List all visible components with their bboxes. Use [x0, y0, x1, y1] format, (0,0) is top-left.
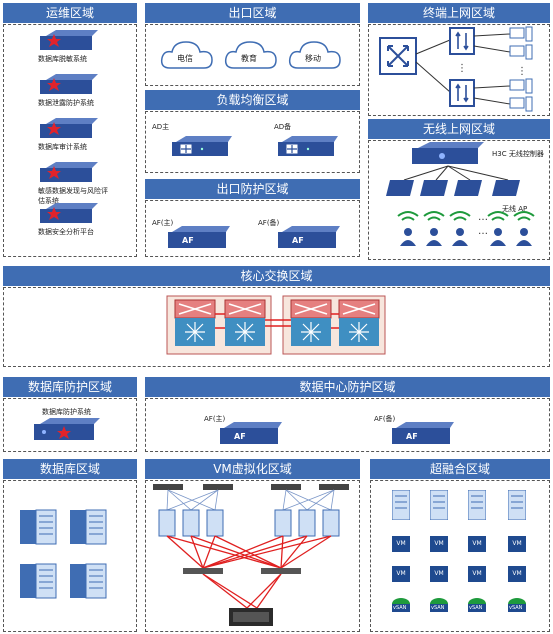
core-zone: [3, 287, 550, 367]
terminal-zone-header: 终端上网区域: [368, 3, 550, 23]
wifi-icon: [397, 211, 535, 221]
server-icon: [430, 490, 448, 520]
user-icon: [400, 228, 532, 246]
exit-zone-header: 出口区域: [145, 3, 360, 23]
svg-text:⋮: ⋮: [457, 63, 467, 74]
server-icon: [20, 509, 107, 599]
server-icon: [392, 490, 410, 520]
wireless-zone-header: 无线上网区域: [368, 119, 550, 139]
access-switch-top: [449, 27, 475, 55]
cloud-label-0: 电信: [177, 54, 193, 63]
dcprot-primary-af: AF: [234, 432, 246, 441]
cloud-label-1: 教育: [241, 54, 257, 63]
exitprot-backup-label: AF(备): [258, 219, 280, 227]
dcprot-primary-label: AF(主): [204, 415, 226, 423]
wireless-controller: [412, 142, 484, 166]
exitprot-backup-firewall: AF: [278, 226, 340, 250]
ops-device-label-3: 敏感数据发现与风险评估系统: [38, 187, 108, 205]
dcprot-backup-label: AF(备): [374, 415, 396, 423]
vsan-icon: [466, 596, 488, 614]
lb-backup-device: [278, 136, 338, 158]
dcprot-backup-af: AF: [406, 432, 418, 441]
vm-block-0-2: VM: [468, 536, 486, 552]
ops-device-3: [40, 162, 98, 184]
db-zone: [3, 480, 137, 632]
vsan-icon: [506, 596, 528, 614]
dbprot-device: [34, 418, 100, 442]
dcprot-zone-header: 数据中心防护区域: [145, 377, 550, 397]
vm-topology: [147, 482, 357, 630]
vm-block-0-0: VM: [392, 536, 410, 552]
dcprot-primary-firewall: AF: [220, 422, 282, 446]
ops-device-1: [40, 74, 98, 96]
vm-block-0-1: VM: [430, 536, 448, 552]
exitprot-backup-af: AF: [292, 236, 304, 245]
dcprot-backup-firewall: AF: [392, 422, 454, 446]
vsan-label-2: vSAN: [469, 605, 483, 611]
exitprot-primary-af: AF: [182, 236, 194, 245]
ops-device-label-4: 数据安全分析平台: [38, 228, 94, 236]
vm-block-1-2: VM: [468, 566, 486, 582]
exitprot-primary-label: AF(主): [152, 219, 174, 227]
ops-device-label-2: 数据库审计系统: [38, 143, 87, 151]
vsan-label-0: vSAN: [393, 605, 407, 611]
vsan-icon: [390, 596, 412, 614]
ops-device-4: [40, 203, 98, 225]
vm-zone-header: VM虚拟化区域: [145, 459, 360, 479]
cloud-icon: [160, 38, 214, 72]
vsan-label-3: vSAN: [509, 605, 523, 611]
dbprot-zone-header: 数据库防护区域: [3, 377, 137, 397]
lb-primary-device: [172, 136, 232, 158]
ops-device-label-0: 数据库脱敏系统: [38, 55, 87, 63]
hci-zone-header: 超融合区域: [370, 459, 550, 479]
vm-block-1-3: VM: [508, 566, 526, 582]
lb-backup-label: AD备: [274, 123, 292, 131]
svg-text:…: …: [478, 226, 488, 237]
svg-text:⋮: ⋮: [517, 66, 527, 77]
vsan-icon: [428, 596, 450, 614]
cloud-icon: [224, 38, 278, 72]
lb-primary-label: AD主: [152, 123, 170, 131]
ops-device-2: [40, 118, 98, 140]
dcprot-zone: [145, 398, 550, 452]
ops-device-0: [40, 30, 98, 52]
cloud-label-2: 移动: [305, 54, 321, 63]
switch-icon: [379, 37, 417, 75]
terminal-network-diagram: ⋮ ⋮: [370, 26, 548, 112]
cloud-icon: [288, 38, 342, 72]
wireless-ap-links: … …: [370, 164, 548, 256]
svg-text:…: …: [478, 212, 488, 223]
vm-block-0-3: VM: [508, 536, 526, 552]
vm-block-1-1: VM: [430, 566, 448, 582]
exitprot-zone-header: 出口防护区域: [145, 179, 360, 199]
core-zone-header: 核心交换区域: [3, 266, 550, 286]
vsan-label-1: vSAN: [431, 605, 445, 611]
db-zone-header: 数据库区域: [3, 459, 137, 479]
access-switch-bottom: [449, 79, 475, 107]
lb-zone-header: 负载均衡区域: [145, 90, 360, 110]
ops-zone-header: 运维区域: [3, 3, 137, 23]
server-icon: [508, 490, 526, 520]
core-switch-cluster: [165, 294, 387, 356]
db-servers: [18, 508, 110, 604]
wireless-ap-label: 无线 AP: [502, 205, 528, 213]
server-icon: [468, 490, 486, 520]
dbprot-item-label: 数据库防护系统: [42, 408, 91, 416]
exitprot-primary-firewall: AF: [168, 226, 230, 250]
wireless-controller-label: H3C 无线控制器: [492, 150, 544, 158]
vm-block-1-0: VM: [392, 566, 410, 582]
ops-device-label-1: 数据泄露防护系统: [38, 99, 94, 107]
